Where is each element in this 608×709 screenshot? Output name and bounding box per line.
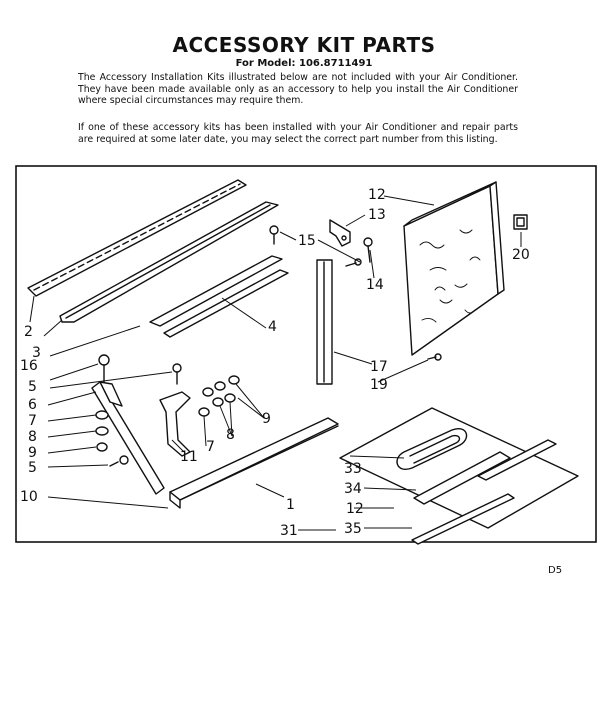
callout-13: 13 <box>368 207 386 223</box>
part-31-kit-tray <box>339 407 579 529</box>
part-3-rail <box>59 201 279 323</box>
part-13-clip <box>329 219 351 247</box>
intro-paragraph-2: If one of these accessory kits has been … <box>78 122 518 145</box>
callout-31: 31 <box>280 523 298 539</box>
part-2-rail <box>27 179 247 297</box>
part-35-angle <box>411 493 515 545</box>
callout-9: 9 <box>262 411 271 427</box>
callout-1: 1 <box>286 497 295 513</box>
callout-3: 3 <box>32 345 41 361</box>
callout-8: 8 <box>28 429 37 445</box>
callout-14: 14 <box>366 277 384 293</box>
part-5-bolt <box>109 363 182 467</box>
callout-15: 15 <box>298 233 316 249</box>
page-title: ACCESSORY KIT PARTS <box>172 33 436 57</box>
callout-16: 16 <box>20 358 38 374</box>
callout-12: 12 <box>346 501 364 517</box>
callout-8: 8 <box>226 427 235 443</box>
callout-17: 17 <box>370 359 388 375</box>
part-4-strips <box>149 255 289 338</box>
callout-33: 33 <box>344 461 362 477</box>
callout-2: 2 <box>24 324 33 340</box>
callout-12: 12 <box>368 187 386 203</box>
callout-5: 5 <box>28 460 37 476</box>
part-15-screw <box>269 225 362 267</box>
callout-19: 19 <box>370 377 388 393</box>
callout-35: 35 <box>344 521 362 537</box>
callout-7: 7 <box>206 439 215 455</box>
callout-10: 10 <box>20 489 38 505</box>
callout-7: 7 <box>28 413 37 429</box>
part-1-sill-bar <box>169 417 339 509</box>
part-12-panel <box>403 181 505 356</box>
parts-7-8-9-hardware-left <box>95 410 109 452</box>
callout-20: 20 <box>512 247 530 263</box>
page-code: D5 <box>548 565 563 576</box>
callout-5: 5 <box>28 379 37 395</box>
part-16-bolt <box>98 354 110 383</box>
model-number: For Model: 106.8711491 <box>235 58 373 69</box>
leader-lines <box>29 195 522 531</box>
part-19-screw <box>427 353 442 361</box>
part-34-seal-strips <box>413 439 557 505</box>
callout-11: 11 <box>180 449 198 465</box>
parts-7-8-9-hardware-right <box>198 375 240 417</box>
part-14-screw <box>363 237 373 263</box>
diagram-frame <box>15 165 597 543</box>
part-33-gasket <box>396 428 468 470</box>
callout-6: 6 <box>28 397 37 413</box>
callout-4: 4 <box>268 319 277 335</box>
part-17-channel <box>316 259 333 385</box>
callout-34: 34 <box>344 481 362 497</box>
part-6-bracket <box>91 381 165 495</box>
callout-9: 9 <box>28 445 37 461</box>
part-11-bracket <box>159 391 191 457</box>
part-20-pad <box>513 214 528 230</box>
intro-paragraph-1: The Accessory Installation Kits illustra… <box>78 72 518 107</box>
